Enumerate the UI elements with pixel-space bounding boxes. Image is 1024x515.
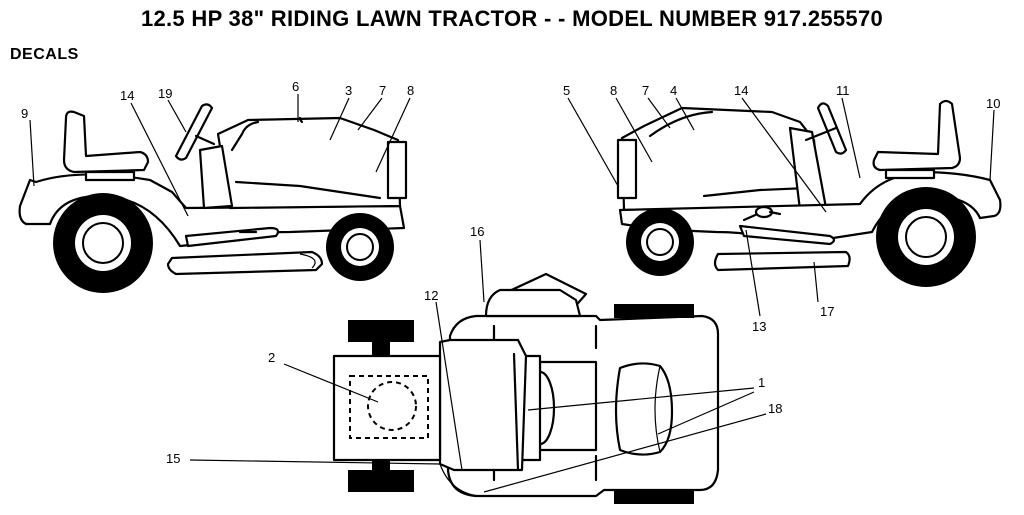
page-title: 12.5 HP 38" RIDING LAWN TRACTOR - - MODE… <box>140 6 884 31</box>
callout-14-right: 14 <box>734 83 748 98</box>
callout-2: 2 <box>268 350 275 365</box>
callout-labels: 9 14 19 6 3 7 8 5 8 7 4 14 11 10 16 12 1… <box>21 79 1000 466</box>
callout-7-left: 7 <box>379 83 386 98</box>
callout-14-left: 14 <box>120 88 134 103</box>
leader-lines <box>29 94 995 493</box>
callout-8-left: 8 <box>407 83 414 98</box>
tractor-right-view <box>616 99 1002 287</box>
callout-12: 12 <box>424 288 438 303</box>
callout-13: 13 <box>752 319 766 334</box>
callout-5: 5 <box>563 83 570 98</box>
callout-6: 6 <box>292 79 299 94</box>
callout-11: 11 <box>836 83 850 98</box>
callout-15: 15 <box>166 451 180 466</box>
section-label: DECALS <box>10 46 79 63</box>
callout-8-right: 8 <box>610 83 617 98</box>
callout-18: 18 <box>768 401 782 416</box>
callout-1: 1 <box>758 375 765 390</box>
callout-19: 19 <box>158 86 172 101</box>
tractor-top-view <box>332 272 720 504</box>
callout-4: 4 <box>670 83 677 98</box>
callout-7-right: 7 <box>642 83 649 98</box>
callout-17: 17 <box>820 304 834 319</box>
callout-9: 9 <box>21 106 28 121</box>
callout-16: 16 <box>470 224 484 239</box>
callout-10: 10 <box>986 96 1000 111</box>
tractor-left-view <box>18 103 408 293</box>
callout-3: 3 <box>345 83 352 98</box>
